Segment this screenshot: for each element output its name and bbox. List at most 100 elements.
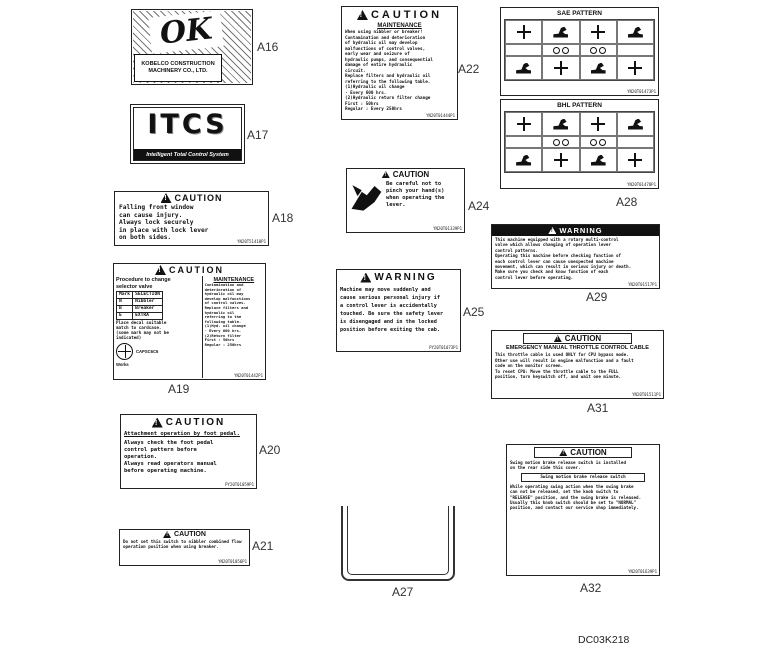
maintenance-subtitle: MAINTENANCE: [377, 23, 422, 29]
seal-inner-line: [347, 506, 449, 575]
pattern-cell: [542, 20, 580, 44]
caution-header-label: CAUTION: [570, 448, 607, 457]
pattern-cell: [542, 136, 580, 148]
pattern-cell: [505, 44, 543, 56]
selection-cell: EXTRA: [132, 312, 163, 320]
caution-header: CAUTION: [114, 264, 265, 276]
joystick-icon: [628, 61, 642, 75]
part-number: YN20T01442P1: [234, 373, 263, 378]
warning-triangle-icon: [559, 449, 568, 456]
pattern-cell: [505, 56, 543, 80]
caution-header-label: CAUTION: [370, 9, 443, 21]
itcs-logo-text: ITCS: [147, 108, 228, 140]
ref-a31: A31: [587, 401, 609, 415]
caution-body-text: While operating swing action when the sw…: [510, 483, 642, 511]
decal-maintenance-caution: CAUTION MAINTENANCE When using nibbler o…: [341, 6, 458, 120]
decal-swing-brake-caution: CAUTION Swing motion brake release switc…: [506, 444, 660, 576]
warning-triangle-icon: [356, 10, 368, 20]
maintenance-title: MAINTENANCE: [213, 277, 255, 283]
part-number: YN20T01639P1: [628, 569, 657, 574]
col-selection: SELECTION: [132, 291, 163, 299]
dial-label: CAPSC6C6: [136, 348, 159, 354]
ref-a16: A16: [257, 40, 279, 54]
col-mark: Mark: [115, 291, 134, 299]
part-number: YN20T01473P1: [627, 89, 656, 94]
ref-a27: A27: [392, 585, 414, 599]
joystick-icon: [554, 61, 568, 75]
ref-a25: A25: [463, 305, 485, 319]
pattern-cell: [542, 56, 580, 80]
pattern-cell: [579, 20, 617, 44]
selector-table: Mark SELECTION N Nibbler B Breaker E EXT…: [115, 291, 163, 320]
procedure-column: Procedure to change selector valve Mark …: [114, 276, 202, 378]
pinch-hand-icon: [351, 185, 382, 211]
table-row: N Nibbler: [115, 298, 163, 306]
caution-body-text: Falling front window can cause injury. A…: [119, 204, 209, 242]
caution-header: CAUTION: [121, 415, 256, 430]
part-number: YN20T51418P1: [237, 239, 266, 244]
joystick-icon: [517, 25, 531, 39]
decal-foot-pedal-caution: CAUTION Attachment operation by foot ped…: [120, 414, 257, 489]
ref-a19: A19: [168, 382, 190, 396]
sae-pattern-title: SAE PATTERN: [557, 10, 602, 17]
procedure-title: Procedure to change selector valve: [116, 277, 171, 290]
table-row: E EXTRA: [115, 312, 163, 320]
pattern-cell: [505, 112, 543, 136]
swing-icon: [590, 62, 606, 74]
caution-header-label: CAUTION: [169, 265, 224, 275]
caution-body-text: When using nibbler or breaker! Contamina…: [345, 30, 433, 112]
procedure-note: Place decal suitable match to cardcase. …: [116, 320, 169, 340]
company-name: KOBELCO CONSTRUCTION MACHINERY CO., LTD.: [134, 54, 222, 82]
warning-header-label: WARNING: [559, 226, 603, 235]
caution-header-label: CAUTION: [174, 193, 223, 203]
selector-dot-icon: [561, 46, 569, 54]
warning-triangle-icon: [151, 417, 163, 428]
caution-header: CAUTION: [523, 333, 632, 344]
swing-icon: [516, 154, 532, 166]
maintenance-column: MAINTENANCE Contamination and deteriorat…: [201, 276, 265, 378]
pattern-cell: [505, 20, 543, 44]
decal-multi-control-warning: WARNING This machine equipped with a rot…: [491, 224, 660, 289]
joystick-icon: [591, 117, 605, 131]
joystick-icon: [591, 25, 605, 39]
decal-nibbler-switch-caution: CAUTION Do not set this switch to nibble…: [119, 529, 250, 566]
boom-icon: [590, 154, 606, 166]
part-number: YN20T01478P1: [627, 182, 656, 187]
pattern-cell: [616, 112, 654, 136]
decal-bhl-pattern: BHL PATTERN YN20T01478P1: [500, 99, 659, 189]
pattern-cell: [579, 112, 617, 136]
part-number: YN20T01517P1: [628, 282, 657, 287]
warning-body-text: Machine may move suddenly and cause seri…: [340, 287, 444, 333]
mark-cell: B: [115, 305, 134, 313]
pattern-cell: [579, 56, 617, 80]
sae-pattern-grid: [504, 19, 655, 81]
warning-header: WARNING: [337, 270, 460, 285]
ref-a28: A28: [616, 195, 638, 209]
mark-cell: N: [115, 298, 134, 306]
decal-pinch-hand-caution: CAUTION Be careful not to pinch your han…: [346, 168, 465, 233]
pattern-cell: [616, 56, 654, 80]
pattern-cell: [616, 148, 654, 172]
decal-throttle-cable-caution: CAUTION EMERGENCY MANUAL THROTTLE CONTRO…: [491, 330, 664, 399]
warning-triangle-icon: [155, 265, 166, 275]
mark-cell: E: [115, 312, 134, 320]
pattern-cell: [505, 148, 543, 172]
caution-header-label: CAUTION: [165, 417, 226, 428]
ref-a22: A22: [458, 62, 480, 76]
selector-dot-icon: [561, 138, 569, 146]
ref-a20: A20: [259, 443, 281, 457]
ref-a29: A29: [586, 290, 608, 304]
caution-body-text: This throttle cable is used ONLY for CPU…: [495, 352, 634, 380]
maintenance-text: Contamination and deterioration of hydra…: [204, 282, 251, 347]
pattern-cell: [579, 44, 617, 56]
selector-dot-icon: [552, 138, 560, 146]
decal-selector-valve-caution: CAUTION Procedure to change selector val…: [113, 263, 266, 380]
selection-cell: Breaker: [132, 305, 163, 313]
joystick-icon: [554, 153, 568, 167]
table-row: B Breaker: [115, 305, 163, 313]
warning-triangle-icon: [360, 272, 372, 283]
pattern-cell: [616, 20, 654, 44]
caution-body-text: Be careful not to pinch your hand(s) whe…: [386, 181, 445, 208]
bucket-icon: [627, 26, 643, 38]
